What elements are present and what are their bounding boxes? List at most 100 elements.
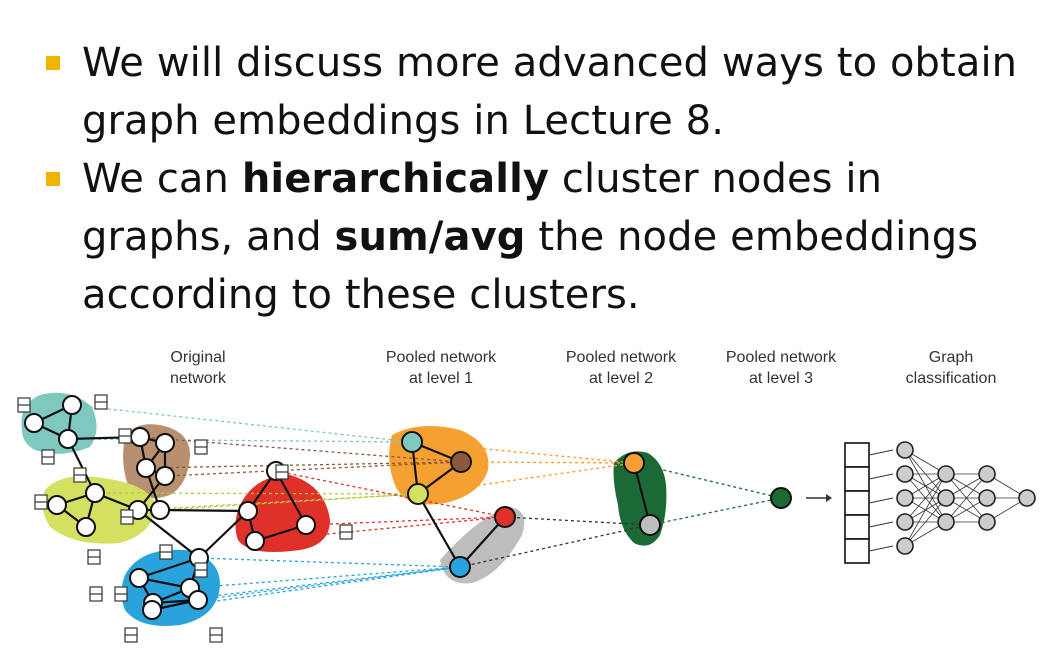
input-arrow: [868, 473, 894, 480]
graph-node: [450, 451, 472, 473]
classifier-network: [806, 441, 1036, 564]
feature-box: [94, 394, 108, 410]
mlp-neuron: [896, 513, 914, 531]
graph-node: [188, 590, 208, 610]
text-run: the node embeddings according to these c…: [82, 214, 979, 318]
caption-line: Pooled network: [725, 349, 837, 366]
graph-edge: [417, 493, 461, 568]
graph-node: [155, 466, 175, 486]
caption-graph-classification: Graph classification: [886, 347, 1016, 389]
mlp-connection: [904, 473, 947, 523]
feature-box: [41, 449, 55, 465]
caption-pooled-level-2: Pooled network at level 2: [546, 347, 696, 389]
graph-edge: [198, 510, 249, 559]
graph-node: [238, 501, 258, 521]
mlp-neuron: [937, 465, 955, 483]
graph-node: [24, 413, 44, 433]
graph-node: [494, 506, 516, 528]
pooling-link: [649, 497, 782, 526]
node-feature-boxes: [17, 394, 353, 643]
pooling-links: [67, 404, 782, 611]
bold-text: sum/avg: [334, 214, 526, 260]
mlp-neuron: [937, 489, 955, 507]
feature-box: [17, 397, 31, 413]
graph-edge: [138, 556, 200, 580]
feature-box: [339, 524, 353, 540]
mlp-neuron: [937, 513, 955, 531]
embedding-cell: [844, 538, 870, 564]
network-diagram: [17, 392, 1036, 643]
input-arrow: [868, 521, 894, 528]
pooling-link: [145, 461, 462, 469]
pooling-link: [504, 516, 651, 526]
feature-box: [209, 627, 223, 643]
pooling-link: [417, 462, 635, 495]
feature-box: [194, 439, 208, 455]
bullet-item: We will discuss more advanced ways to ob…: [40, 34, 1030, 150]
pooling-link: [151, 566, 461, 611]
graph-edge: [159, 508, 249, 513]
graph-node: [770, 487, 792, 509]
bullet-text: We can hierarchically cluster nodes in g…: [82, 156, 978, 318]
graph-node: [449, 556, 471, 578]
feature-box: [34, 494, 48, 510]
graph-node: [296, 515, 316, 535]
caption-line: Graph: [928, 349, 974, 366]
feature-box: [89, 586, 103, 602]
graph-edge: [137, 509, 200, 559]
pooling-link: [159, 493, 419, 511]
text-run: cluster nodes in graphs, and: [82, 156, 883, 260]
graph-node: [155, 433, 175, 453]
input-arrow: [868, 545, 894, 552]
text-run: We can: [82, 156, 242, 202]
pooling-link: [197, 566, 461, 601]
graph-edge: [67, 438, 96, 494]
pooling-link: [275, 470, 506, 518]
feature-box: [120, 509, 134, 525]
bold-text: hierarchically: [241, 156, 550, 202]
pooling-link: [164, 461, 462, 477]
graph-node: [623, 452, 645, 474]
mlp-neuron: [978, 465, 996, 483]
embedding-cell: [844, 466, 870, 492]
graph-node: [62, 395, 82, 415]
pooling-link: [305, 516, 506, 526]
feature-box: [124, 627, 138, 643]
pooling-link: [137, 493, 419, 511]
caption-pooled-level-3: Pooled network at level 3: [706, 347, 856, 389]
feature-box: [159, 544, 173, 560]
feature-box: [73, 467, 87, 483]
graph-node: [130, 427, 150, 447]
bullet-item: We can hierarchically cluster nodes in g…: [40, 150, 1030, 324]
caption-line: at level 3: [748, 370, 814, 387]
caption-line: Pooled network: [385, 349, 497, 366]
bullet-marker: [46, 172, 60, 186]
graph-node: [401, 431, 423, 453]
bullet-text: We will discuss more advanced ways to ob…: [82, 40, 1017, 144]
pooling-link: [459, 524, 651, 568]
caption-line: Original: [170, 349, 226, 366]
pooling-link: [633, 462, 782, 499]
bullet-list: We will discuss more advanced ways to ob…: [40, 34, 1030, 324]
graph-edge: [459, 516, 506, 568]
caption-line: classification: [905, 370, 997, 387]
mlp-neuron: [978, 513, 996, 531]
mlp-neuron: [1018, 489, 1036, 507]
mlp-connection: [945, 473, 988, 523]
feature-box: [87, 549, 101, 565]
caption-pooled-level-1: Pooled network at level 1: [366, 347, 516, 389]
embedding-cell: [844, 490, 870, 516]
mlp-neuron: [978, 489, 996, 507]
mlp-connection: [904, 473, 947, 547]
text-run: We will discuss more advanced ways to ob…: [82, 40, 1018, 144]
input-arrow: [868, 497, 894, 504]
caption-original-network: Original network: [138, 347, 258, 389]
graph-node: [136, 458, 156, 478]
mlp-neuron: [896, 489, 914, 507]
graph-node: [129, 568, 149, 588]
pooling-link: [198, 557, 461, 568]
feature-box: [275, 464, 289, 480]
bullet-marker: [46, 56, 60, 70]
graph-edge: [275, 470, 307, 526]
arrow-head: [826, 494, 832, 502]
